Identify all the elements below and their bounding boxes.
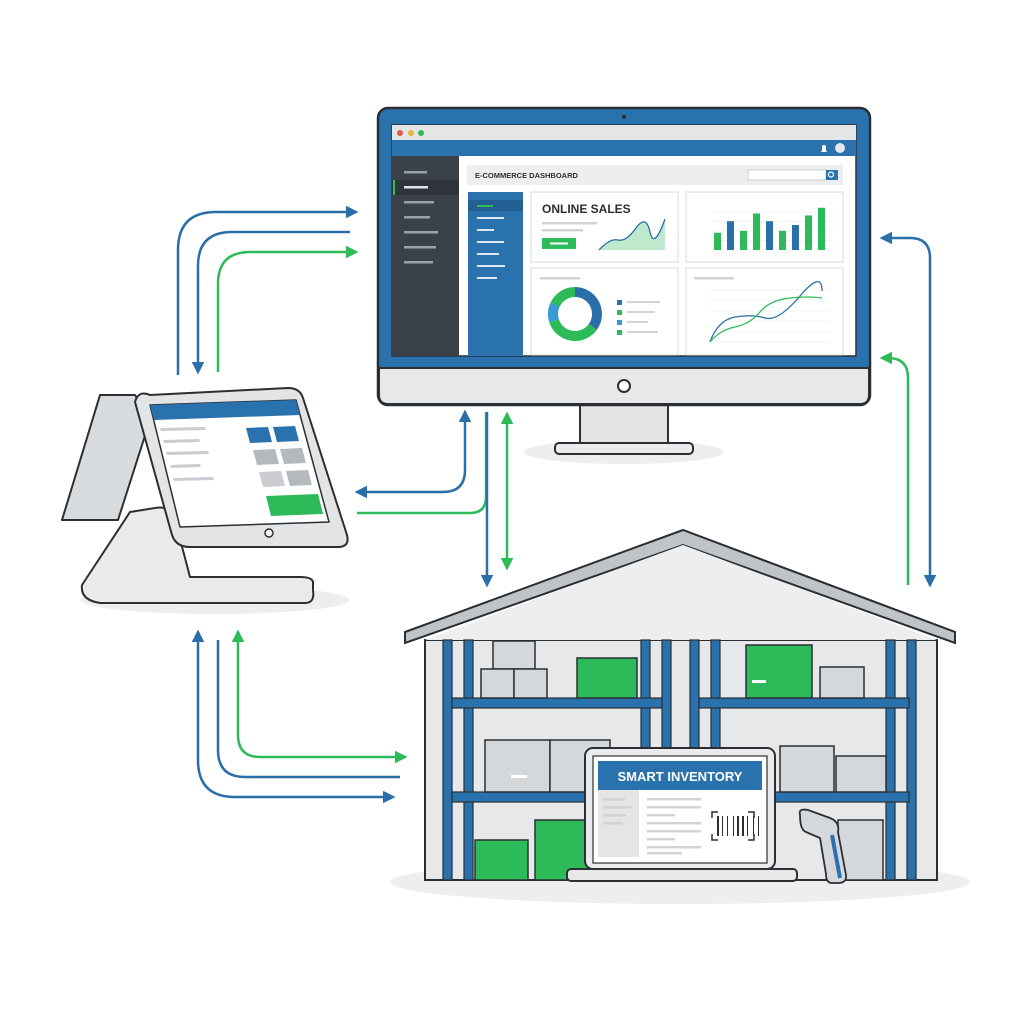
search-button[interactable]: [826, 170, 838, 180]
line-series-blue: [709, 281, 823, 343]
donut-slice: [574, 287, 602, 330]
arrow-warehouse-monitor-green-right: [879, 351, 910, 585]
app-header: [392, 140, 856, 156]
online-sales-title: ONLINE SALES: [542, 202, 631, 216]
avatar-icon[interactable]: [835, 143, 845, 153]
dashboard-title: E-COMMERCE DASHBOARD: [475, 171, 579, 180]
bar: [727, 221, 734, 250]
pos-terminal: [61, 387, 349, 604]
sub-navigation: [468, 192, 523, 356]
bar: [740, 230, 747, 250]
bar: [766, 221, 773, 250]
data-flow-arrows: [176, 205, 937, 804]
sidebar-items[interactable]: [404, 171, 438, 264]
donut-legend: [617, 300, 660, 335]
sub-nav-items[interactable]: [477, 205, 505, 279]
search-icon: [827, 171, 835, 178]
arrow-pos-to-monitor-blue: [176, 205, 359, 375]
arrow-monitor-to-pos-blue: [191, 230, 350, 375]
window-maximize-dot[interactable]: [418, 130, 424, 136]
donut-slice: [549, 318, 597, 341]
barcode-scanner-icon: [798, 808, 847, 884]
customer-display: [61, 394, 151, 521]
online-sales-card: [530, 191, 679, 263]
pos-keypad[interactable]: [246, 426, 323, 516]
barcode-icon: [711, 811, 759, 841]
arrow-monitor-pos-blue: [354, 409, 472, 499]
arrow-pos-to-monitor-green: [216, 245, 359, 372]
warehouse: SMART INVENTORY: [404, 528, 956, 884]
donut-slice: [550, 287, 576, 308]
line-chart-grid: [710, 289, 830, 343]
bar: [753, 213, 760, 250]
bar: [805, 215, 812, 250]
bar: [792, 225, 799, 250]
browser-bar: [392, 125, 856, 140]
smart-inventory-title: SMART INVENTORY: [618, 769, 743, 784]
search-input[interactable]: [747, 169, 827, 181]
pos-home-button[interactable]: [264, 528, 274, 538]
bell-icon[interactable]: [821, 145, 827, 152]
line-series-green: [709, 296, 823, 343]
window-minimize-dot[interactable]: [408, 130, 414, 136]
mini-bar-chart: [712, 207, 835, 251]
window-close-dot[interactable]: [397, 130, 403, 136]
desktop-monitor: E-COMMERCE DASHBOARD ONLINE SALES: [376, 106, 872, 455]
arrow-pos-warehouse-green: [231, 629, 408, 764]
arrow-monitor-warehouse-blue-right: [879, 231, 937, 588]
arrow-pos-warehouse-blue-outer: [191, 629, 396, 804]
webcam-icon: [622, 115, 626, 119]
pos-pay-button[interactable]: [266, 494, 323, 516]
laptop: SMART INVENTORY: [566, 747, 798, 882]
bar: [779, 230, 786, 250]
bar: [714, 232, 721, 250]
donut-chart: [548, 287, 602, 341]
arrow-pos-warehouse-green: [357, 412, 488, 515]
sales-area-chart: [599, 219, 665, 250]
arrow-warehouse-pos-blue-inner: [216, 640, 400, 779]
donut-slice: [548, 302, 560, 323]
bar: [818, 207, 825, 250]
power-button[interactable]: [617, 379, 631, 393]
